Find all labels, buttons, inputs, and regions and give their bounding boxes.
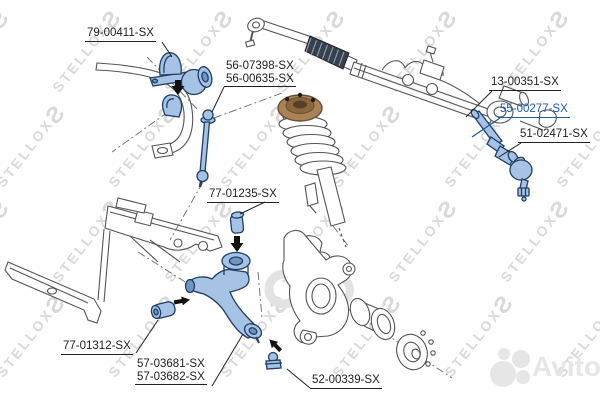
control-arm xyxy=(184,251,263,344)
steering-rack-boot xyxy=(304,35,350,70)
steering-knuckle xyxy=(282,229,356,345)
part-label-77-01235-sx: 77-01235-SX xyxy=(207,188,279,203)
subframe xyxy=(4,197,223,324)
avito-watermark-text: Avito xyxy=(532,351,600,382)
part-label-56-07398-sx: 56-07398-SX 56-00635-SX xyxy=(224,60,296,87)
install-arrow-right-bushing xyxy=(173,296,190,306)
control-arm-rear-bushing xyxy=(229,211,245,234)
steering-rack-assembly xyxy=(244,17,557,131)
part-label-57-03681-sx: 57-03681-SX 57-03682-SX xyxy=(135,358,207,385)
stabilizer-link xyxy=(196,109,216,188)
wheel-bearing xyxy=(349,297,396,341)
part-label-79-00411-sx: 79-00411-SX xyxy=(85,27,156,42)
avito-watermark: Avito xyxy=(488,342,600,392)
wheel-hub xyxy=(396,330,436,371)
part-label-13-00351-sx: 13-00351-SX xyxy=(489,76,561,91)
install-arrow-down-bushing xyxy=(230,236,244,252)
part-label-55-00277-sx-highlighted[interactable]: 55-00277-SX xyxy=(498,103,570,118)
install-arrow-down-bracket xyxy=(171,80,185,95)
part-label-77-01312-sx: 77-01312-SX xyxy=(61,340,133,355)
avito-logo-icon xyxy=(490,348,530,387)
strut-top-mount xyxy=(277,92,323,122)
control-arm-front-bushing xyxy=(150,301,176,320)
outer-tie-rod-end xyxy=(494,145,533,202)
label-leader-lines xyxy=(135,41,522,389)
ball-joint xyxy=(264,351,283,370)
leader-line-55-00277 xyxy=(471,117,501,138)
stabilizer-bushing-saddle xyxy=(161,94,183,118)
part-label-52-00339-sx: 52-00339-SX xyxy=(310,374,382,389)
stabilizer-bushing xyxy=(180,66,213,96)
install-arrows xyxy=(171,80,283,353)
part-label-51-02471-sx: 51-02471-SX xyxy=(518,128,590,143)
install-arrow-upleft-balljoint xyxy=(269,339,283,353)
